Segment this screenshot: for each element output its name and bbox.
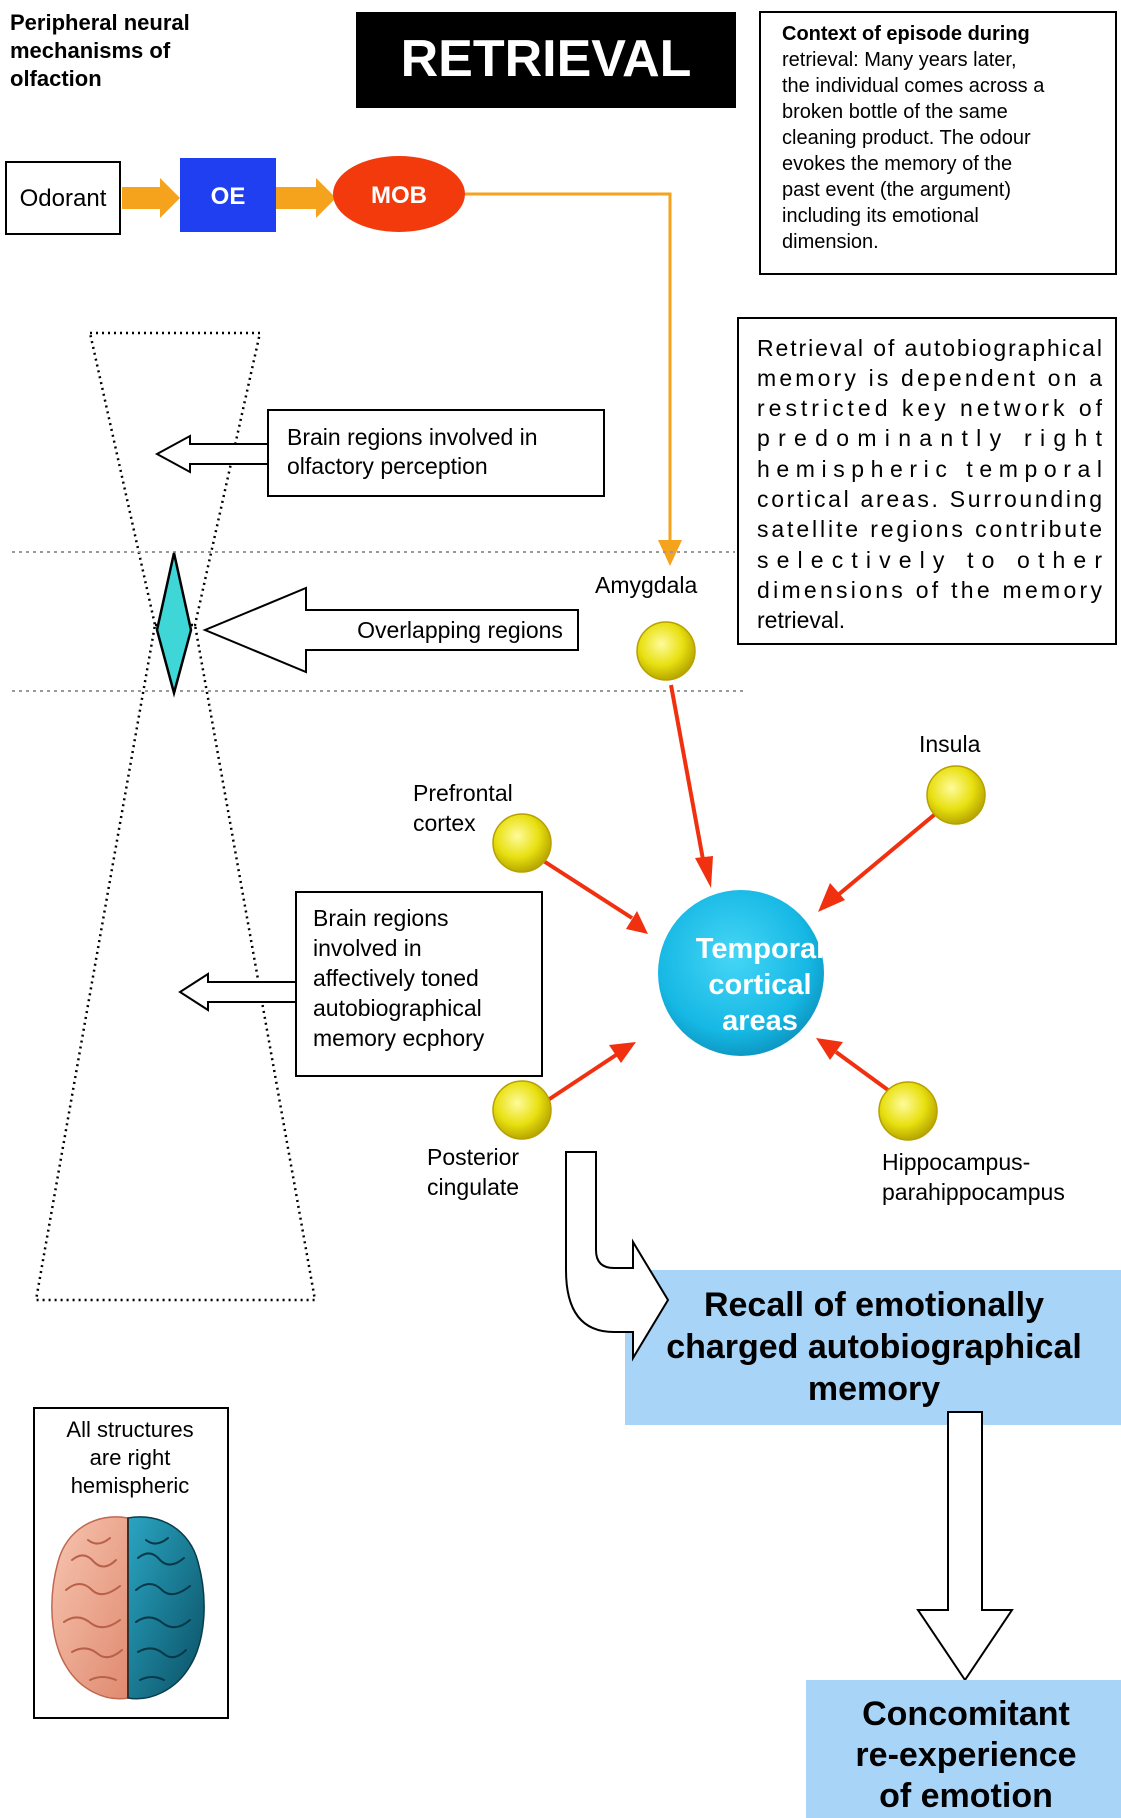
legend-line: are right <box>90 1445 171 1470</box>
emotion-box <box>806 1680 1121 1818</box>
oe-label: OE <box>211 183 246 210</box>
overlap-arrow <box>202 586 579 674</box>
posterior-arrowhead <box>609 1042 636 1063</box>
overlap-label: Overlapping regions <box>357 617 563 643</box>
insula-label: Insula <box>919 731 981 757</box>
amygdala-arrow <box>669 684 706 866</box>
network-line: Retrieval of autobiographical <box>757 335 1102 361</box>
peripheral-heading-line: Peripheral neural <box>10 10 190 35</box>
context-line: cleaning product. The odour <box>782 127 1031 149</box>
insula-arrow <box>836 808 942 897</box>
recall-curved-arrow <box>565 1151 670 1362</box>
prefrontal-label-line: cortex <box>413 810 476 836</box>
context-box <box>759 11 1117 275</box>
recall-line: memory <box>808 1370 940 1408</box>
affective-label-line: autobiographical <box>313 995 482 1021</box>
peripheral-heading-line: mechanisms of <box>10 38 171 63</box>
hippocampus-label-line: Hippocampus- <box>882 1149 1030 1175</box>
temporal-label-line: areas <box>722 1005 798 1037</box>
network-box <box>737 317 1117 645</box>
peripheral-heading-line: olfaction <box>10 66 102 91</box>
network-line: predominantly right <box>757 425 1103 451</box>
affective-arrow <box>178 972 297 1012</box>
context-line: including its emotional <box>782 205 979 227</box>
emotion-down-arrow <box>916 1411 1014 1682</box>
amygdala-arrowhead <box>695 856 713 888</box>
prefrontal-node <box>492 813 552 873</box>
network-line: retrieval. <box>757 607 845 633</box>
insula-arrowhead <box>818 883 845 912</box>
context-line: dimension. <box>782 231 879 253</box>
temporal-label-line: cortical <box>708 969 811 1001</box>
overlap-diamond <box>155 552 193 698</box>
page-title: RETRIEVAL <box>401 30 692 88</box>
mob-ellipse <box>333 156 465 232</box>
temporal-cortical-node <box>658 890 824 1056</box>
olfactory-funnel <box>88 331 262 627</box>
context-line: broken bottle of the same <box>782 101 1008 123</box>
affective-label-line: affectively toned <box>313 965 479 991</box>
recall-line: Recall of emotionally <box>704 1286 1044 1324</box>
legend-line: hemispheric <box>71 1473 190 1498</box>
olfactory-label-line: olfactory perception <box>287 453 488 479</box>
peripheral-heading: Peripheral neural mechanisms of olfactio… <box>10 10 190 91</box>
affective-label-line: involved in <box>313 935 422 961</box>
emotion-line: Concomitant <box>862 1695 1070 1733</box>
affective-label-line: memory ecphory <box>313 1025 485 1051</box>
amygdala-node <box>636 621 696 681</box>
recall-line: charged autobiographical <box>666 1328 1082 1366</box>
mob-label: MOB <box>371 182 427 209</box>
network-line: satellite regions contribute <box>757 516 1102 542</box>
posterior-label-line: cingulate <box>427 1174 519 1200</box>
recall-box <box>625 1270 1121 1425</box>
network-line: memory is dependent on a <box>757 365 1102 391</box>
pathway-arrow <box>122 178 180 218</box>
memory-funnel <box>34 623 317 1302</box>
oe-box <box>180 158 276 232</box>
posterior-label-line: Posterior <box>427 1144 519 1170</box>
affective-label-line: Brain regions <box>313 905 449 931</box>
context-line: evokes the memory of the <box>782 153 1012 175</box>
affective-label-box <box>295 891 543 1077</box>
odorant-label: Odorant <box>20 185 107 212</box>
pathway-arrow <box>276 178 336 218</box>
hippocampus-arrow <box>834 1050 890 1092</box>
title-box <box>356 12 736 108</box>
prefrontal-label-line: Prefrontal <box>413 780 513 806</box>
posterior-arrow <box>546 1053 618 1102</box>
prefrontal-arrowhead <box>626 911 648 934</box>
context-line: past event (the argument) <box>782 179 1011 201</box>
context-line: Context of episode during <box>782 23 1030 45</box>
insula-node <box>926 765 986 825</box>
hippocampus-node <box>878 1081 938 1141</box>
olfactory-arrow <box>154 434 269 474</box>
temporal-label-line: Temporal <box>696 933 824 965</box>
context-line: the individual comes across a <box>782 75 1045 97</box>
brain-hemispheres-icon <box>51 1516 205 1700</box>
emotion-line: of emotion <box>879 1777 1053 1815</box>
prefrontal-arrow <box>540 858 634 920</box>
emotion-line: re-experience <box>855 1736 1076 1774</box>
mob-to-amygdala-line <box>465 192 672 545</box>
hippocampus-label-line: parahippocampus <box>882 1179 1065 1205</box>
posterior-cingulate-node <box>492 1080 552 1140</box>
context-line: retrieval: Many years later, <box>782 49 1017 71</box>
amygdala-label: Amygdala <box>595 572 697 598</box>
hippocampus-arrowhead <box>816 1038 843 1060</box>
olfactory-label-box <box>267 409 605 497</box>
odorant-box <box>5 161 121 235</box>
olfactory-label-line: Brain regions involved in <box>287 424 538 450</box>
legend-line: All structures <box>66 1417 193 1442</box>
network-line: restricted key network of <box>757 395 1103 421</box>
